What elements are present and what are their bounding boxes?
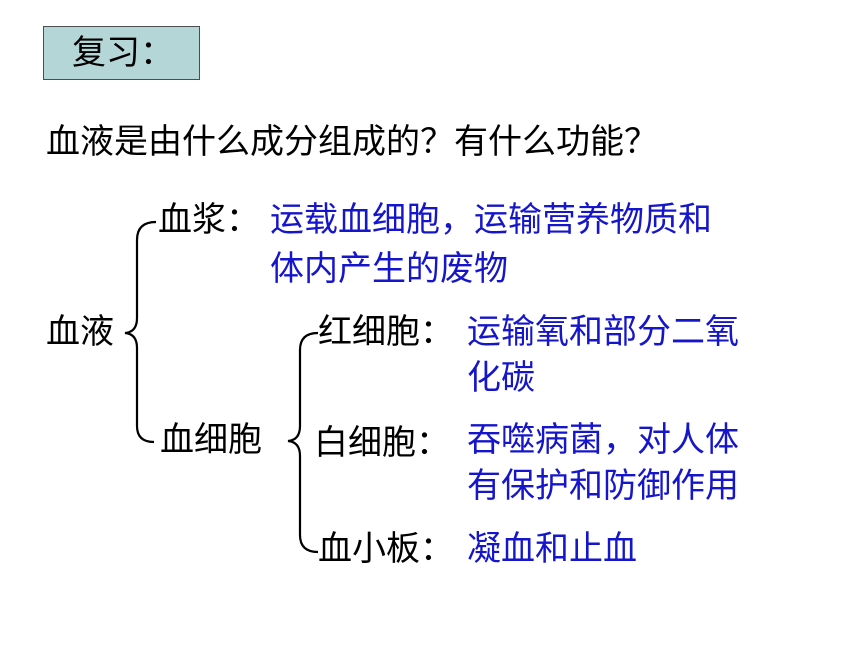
- plasma-label: 血浆：: [158, 200, 260, 240]
- inner-brace: [287, 331, 319, 554]
- review-title-box: 复习：: [43, 26, 200, 80]
- red-cell-function-line1: 运输氧和部分二氧: [467, 312, 739, 352]
- white-cell-function-line2: 有保护和防御作用: [467, 466, 739, 506]
- plasma-function-line2: 体内产生的废物: [270, 249, 508, 289]
- white-cell-label: 白细胞：: [314, 423, 450, 463]
- outer-brace: [124, 220, 157, 444]
- blood-root-label: 血液: [46, 312, 114, 352]
- question-text: 血液是由什么成分组成的？有什么功能？: [46, 122, 658, 162]
- platelet-label: 血小板：: [318, 529, 454, 569]
- platelet-function-line1: 凝血和止血: [467, 529, 637, 569]
- plasma-function-line1: 运载血细胞，运输营养物质和: [270, 200, 712, 240]
- blood-cells-label: 血细胞: [160, 420, 262, 460]
- white-cell-function-line1: 吞噬病菌，对人体: [467, 420, 739, 460]
- red-cell-function-line2: 化碳: [467, 358, 535, 398]
- red-cell-label: 红细胞：: [318, 312, 454, 352]
